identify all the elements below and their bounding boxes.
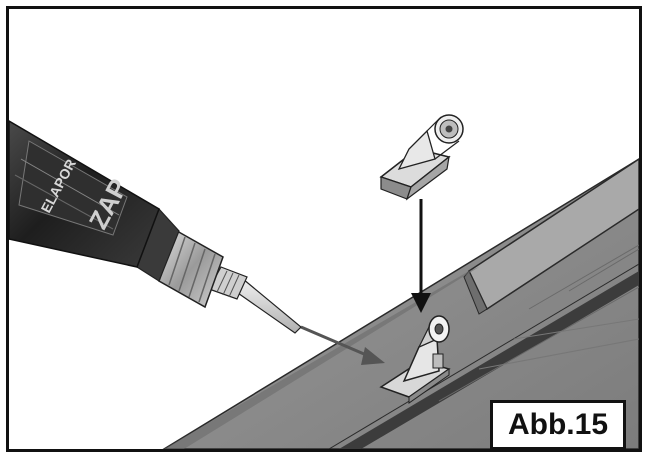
figure-badge: Abb.15 bbox=[490, 400, 626, 449]
figure-frame: ELAPOR ZAP Abb.15 bbox=[6, 6, 642, 452]
floating-hinge bbox=[379, 114, 464, 201]
figure-badge-label: Abb.15 bbox=[507, 408, 609, 441]
down-arrow-icon bbox=[411, 199, 431, 313]
wing-surface bbox=[162, 158, 639, 449]
glue-direction-arrow bbox=[300, 325, 385, 365]
glue-bottle: ELAPOR ZAP bbox=[9, 120, 302, 334]
assembly-illustration: ELAPOR ZAP bbox=[9, 114, 639, 449]
installed-hinge bbox=[379, 315, 451, 404]
